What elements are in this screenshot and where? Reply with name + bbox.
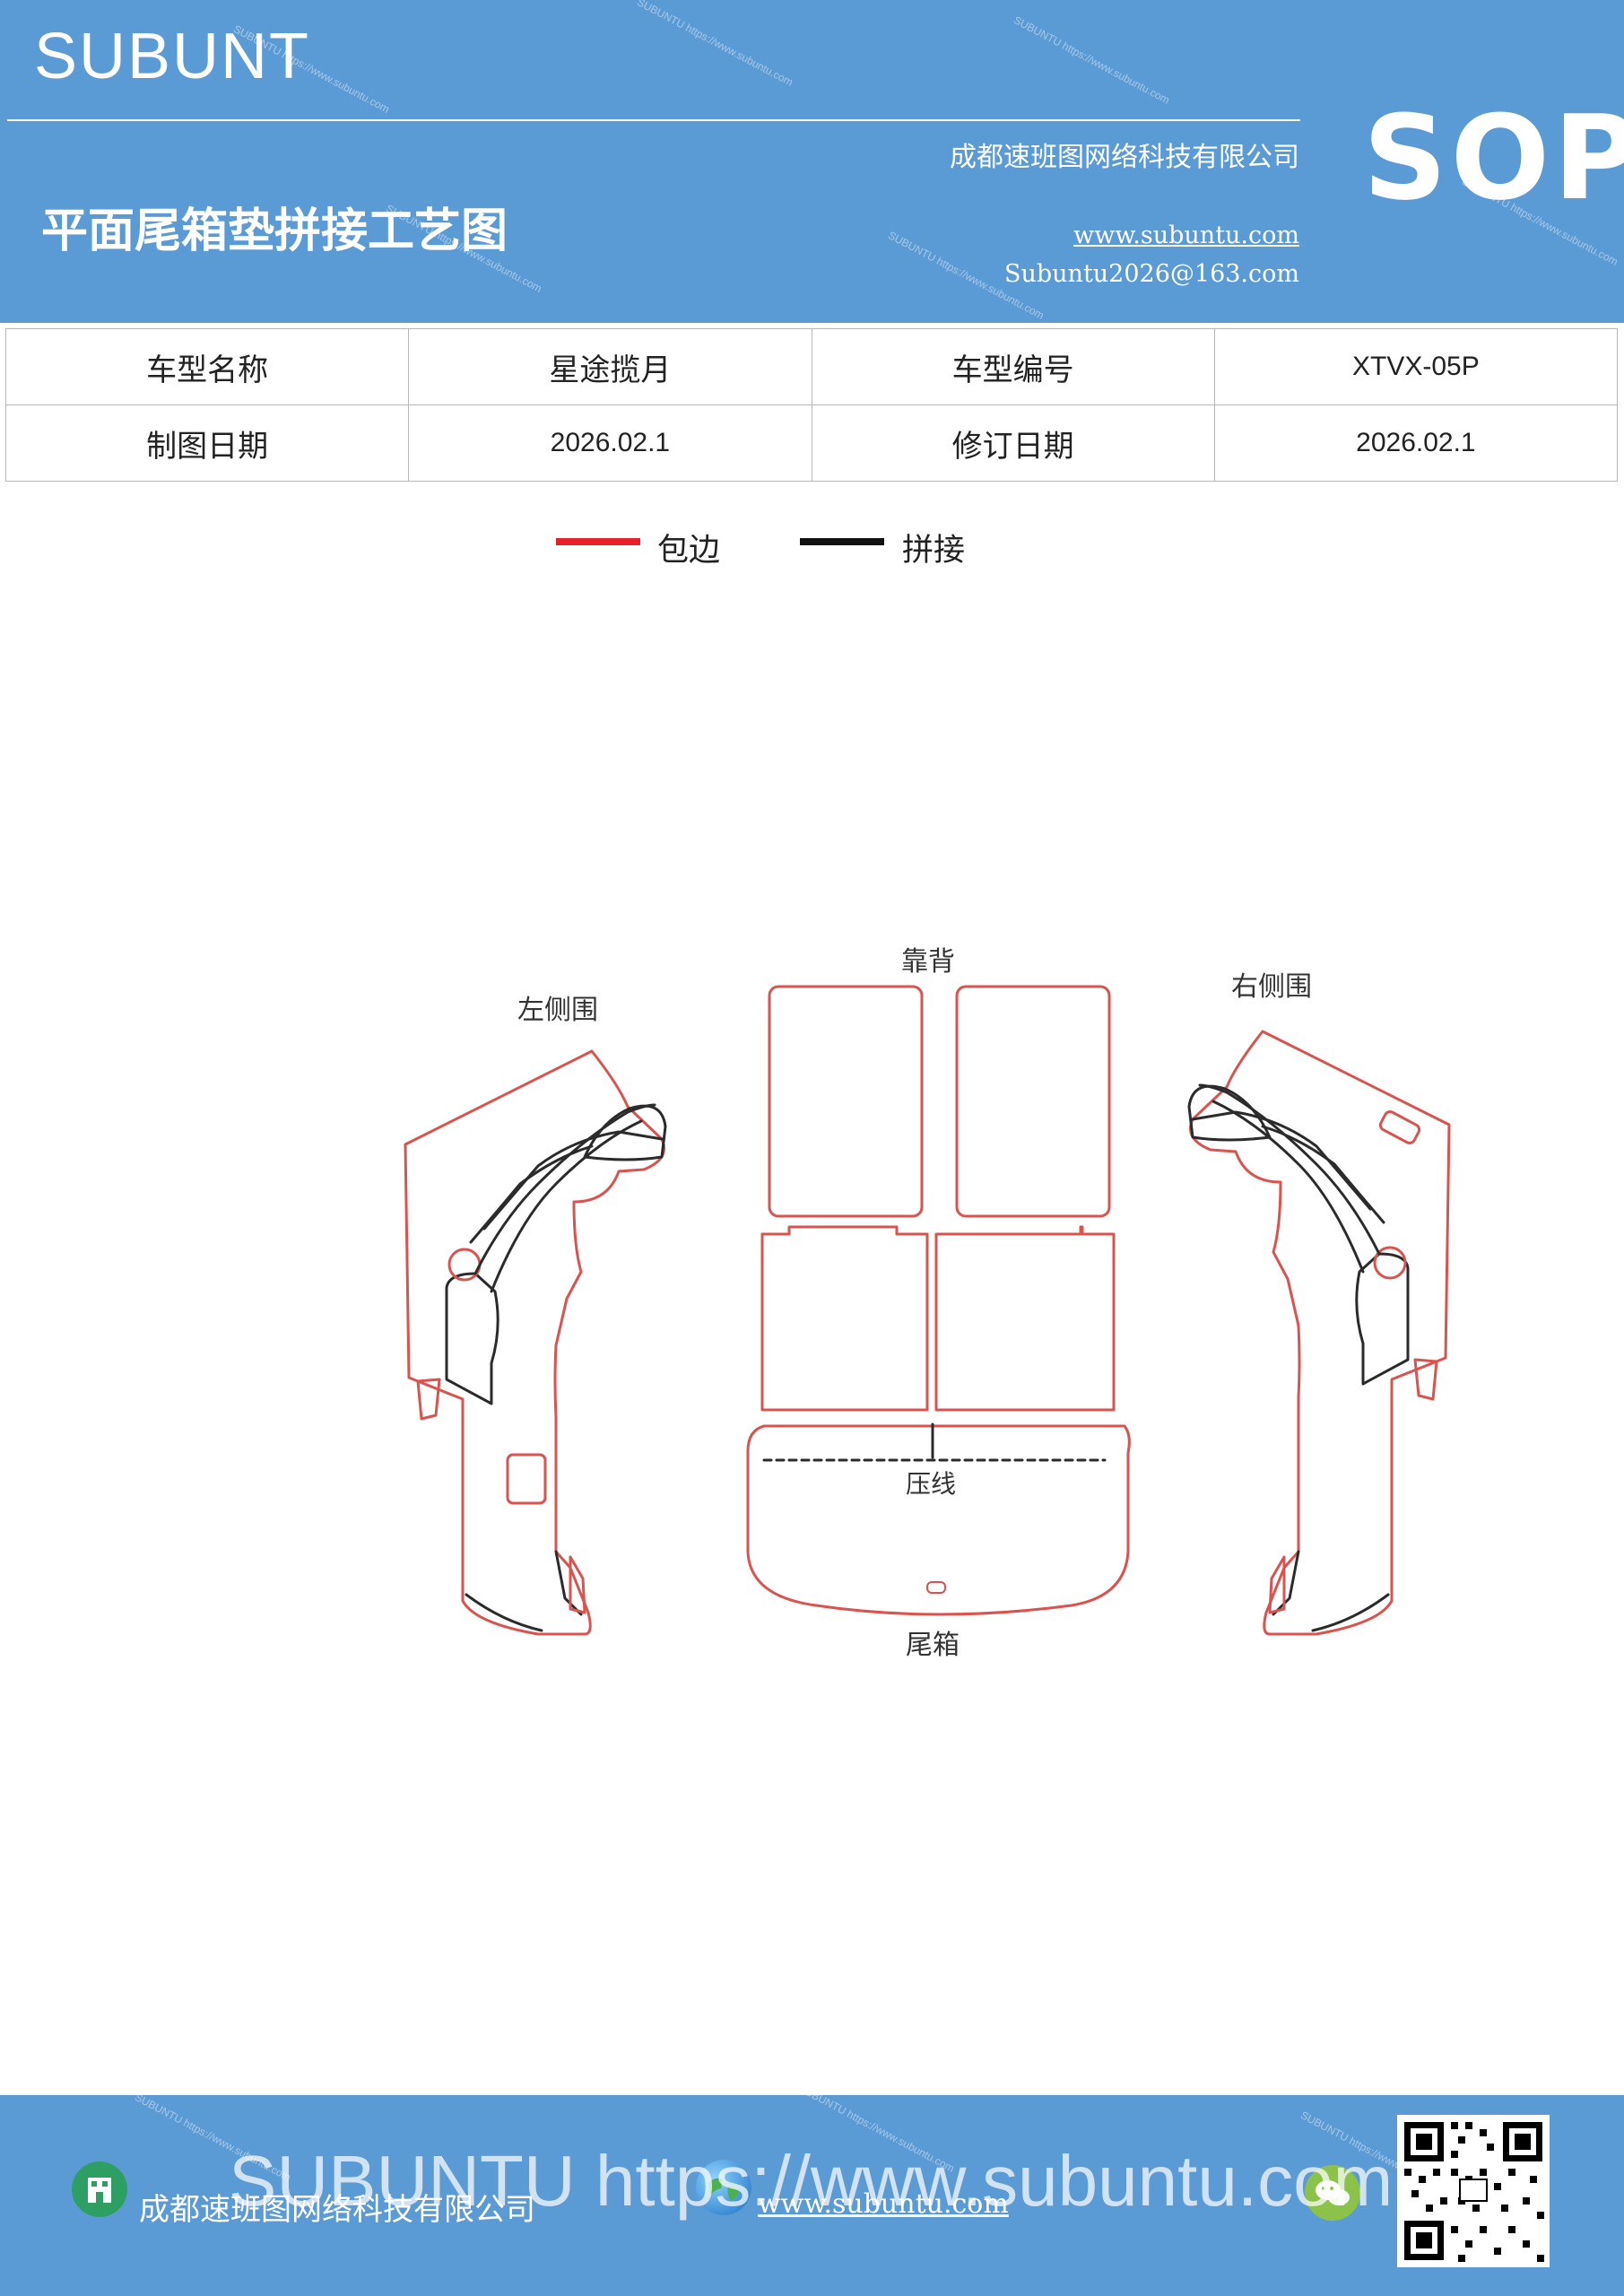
middle-right-panel: [934, 1225, 1116, 1412]
label-left-side: 左侧围: [517, 995, 598, 1026]
left-side-panel: [404, 1049, 667, 1636]
watermark-text: SUBUNTU https://www.subuntu.com: [635, 0, 795, 89]
backrest-left-panel: [768, 985, 924, 1218]
legend: 包边 拼接: [0, 525, 1624, 570]
middle-left-panel: [760, 1225, 929, 1412]
page-footer: SUBUNTU https://www.subuntu.com SUBUNTU …: [0, 2095, 1624, 2296]
building-icon: [72, 2161, 127, 2217]
label-backrest: 靠背: [901, 946, 955, 978]
trunk-floor-panel: [746, 1422, 1131, 1616]
table-cell-label: 制图日期: [4, 404, 410, 482]
right-side-panel: [1187, 1030, 1451, 1636]
table-cell-value: 星途揽月: [408, 328, 812, 405]
footer-company-name: 成都速班图网络科技有限公司: [139, 2192, 535, 2228]
vehicle-info-table: 车型名称 星途揽月 车型编号 XTVX-05P 制图日期 2026.02.1 修…: [4, 328, 1619, 482]
legend-edge-swatch: [556, 538, 640, 545]
email-address[interactable]: Subuntu2026@163.com: [1004, 260, 1299, 288]
legend-seam-swatch: [800, 538, 884, 545]
table-cell-value: 2026.02.1: [408, 404, 812, 482]
label-trunk: 尾箱: [906, 1630, 960, 1661]
page-title: 平面尾箱垫拼接工艺图: [41, 204, 508, 258]
brand-logo: SUBUNT: [34, 21, 311, 92]
table-row: 制图日期 2026.02.1 修订日期 2026.02.1: [4, 404, 1619, 482]
table-cell-label: 车型名称: [4, 328, 410, 405]
table-cell-label: 修订日期: [811, 404, 1215, 482]
footer-website-link[interactable]: www.subuntu.com: [758, 2188, 1009, 2220]
trunk-mat-diagram: 左侧围 靠背 右侧围 压线 尾箱: [404, 946, 1451, 1661]
footer-watermark: SUBUNTU https://www.subuntu.com: [229, 2141, 1394, 2221]
legend-edge-label: 包边: [657, 533, 721, 569]
qr-code: [1397, 2115, 1550, 2267]
label-press-line: 压线: [906, 1469, 956, 1499]
sop-badge: SOP: [1363, 90, 1624, 226]
label-right-side: 右侧围: [1231, 971, 1312, 1003]
table-cell-value: XTVX-05P: [1213, 328, 1619, 405]
page-header: SUBUNTU https://www.subuntu.com SUBUNTU …: [0, 0, 1624, 323]
watermark-text: SUBUNTU https://www.subuntu.com: [1012, 13, 1172, 107]
globe-icon: [696, 2160, 751, 2215]
wechat-icon: [1305, 2165, 1360, 2221]
backrest-panels: [760, 985, 1116, 1412]
header-divider: [7, 119, 1300, 121]
table-row: 车型名称 星途揽月 车型编号 XTVX-05P: [4, 328, 1619, 405]
table-cell-value: 2026.02.1: [1213, 404, 1619, 482]
backrest-right-panel: [955, 985, 1111, 1218]
legend-seam-label: 拼接: [902, 533, 966, 569]
table-cell-label: 车型编号: [811, 328, 1215, 405]
website-link[interactable]: www.subuntu.com: [1073, 222, 1299, 249]
company-name: 成都速班图网络科技有限公司: [950, 142, 1299, 173]
